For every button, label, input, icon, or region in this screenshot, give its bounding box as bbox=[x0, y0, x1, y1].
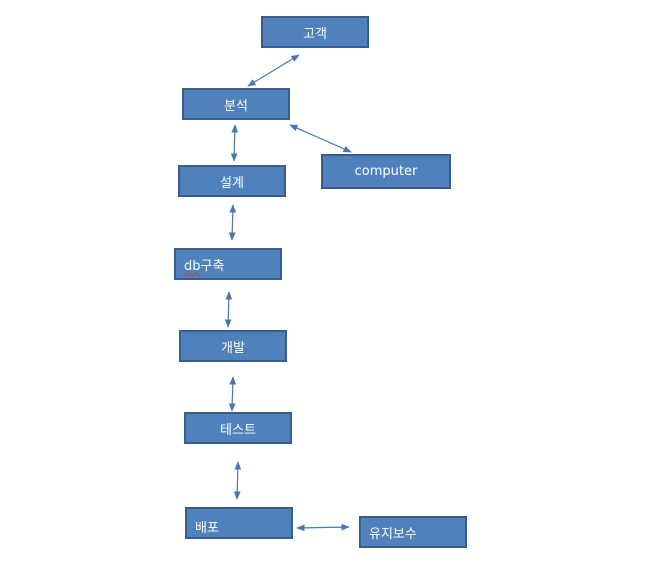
node-maintenance: 유지보수 bbox=[359, 516, 467, 548]
node-maintenance-label: 유지보수 bbox=[369, 526, 417, 542]
node-analysis-label: 분석 bbox=[224, 98, 248, 114]
node-computer: computer bbox=[321, 154, 451, 189]
arrow-customer-analysis bbox=[247, 54, 300, 87]
node-db-build: db구축 bbox=[174, 248, 282, 280]
node-test-label: 테스트 bbox=[220, 422, 256, 438]
node-computer-label: computer bbox=[354, 164, 418, 179]
node-test: 테스트 bbox=[184, 412, 292, 444]
arrow-development-test bbox=[228, 376, 237, 412]
arrow-analysis-design bbox=[230, 124, 239, 162]
node-design-label: 설계 bbox=[220, 175, 244, 191]
node-deploy-label: 배포 bbox=[195, 521, 219, 536]
node-customer: 고객 bbox=[261, 16, 369, 48]
node-development: 개발 bbox=[179, 330, 287, 362]
node-analysis: 분석 bbox=[182, 88, 290, 120]
arrow-analysis-computer bbox=[289, 124, 352, 153]
node-development-label: 개발 bbox=[221, 340, 245, 356]
node-design: 설계 bbox=[178, 165, 286, 197]
node-db-build-label: db구축 bbox=[184, 255, 224, 274]
arrow-db-development bbox=[224, 291, 233, 328]
arrow-design-db bbox=[228, 204, 237, 241]
node-customer-label: 고객 bbox=[303, 26, 327, 42]
arrow-deploy-maintenance bbox=[296, 523, 350, 532]
db-build-text: 구축 bbox=[200, 258, 225, 274]
node-deploy: 배포 bbox=[185, 507, 293, 539]
arrow-test-deploy bbox=[233, 461, 242, 500]
db-text: db bbox=[184, 258, 201, 274]
